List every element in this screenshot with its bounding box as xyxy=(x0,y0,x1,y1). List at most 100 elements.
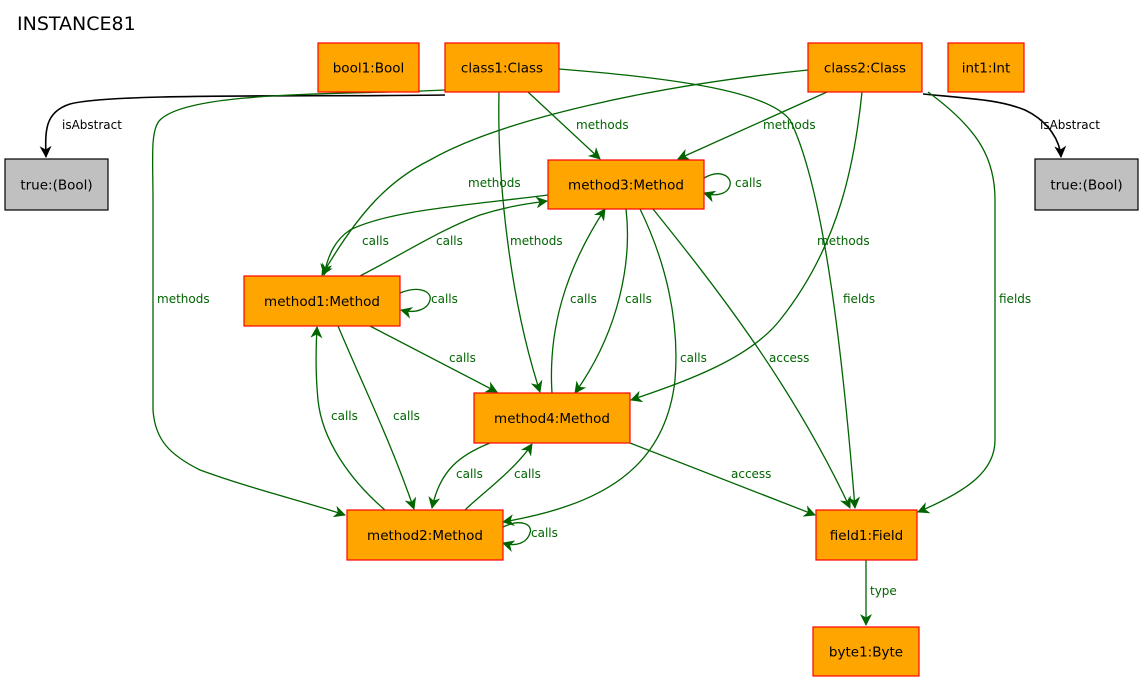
node-label: true:(Bool) xyxy=(1050,178,1122,194)
edge-line xyxy=(574,208,629,394)
node-method4[interactable]: method4:Method xyxy=(473,392,631,444)
edge-label: calls xyxy=(680,351,707,365)
edge-label: calls xyxy=(735,176,762,190)
edge-label: calls xyxy=(531,526,558,540)
node-method1[interactable]: method1:Method xyxy=(243,275,401,327)
edge-class2-to-trueR: isAbstract xyxy=(922,93,1100,158)
node-trueR[interactable]: true:(Bool) xyxy=(1034,158,1139,211)
edge-label: methods xyxy=(510,234,563,248)
node-field1[interactable]: field1:Field xyxy=(815,509,918,561)
node-label: class2:Class xyxy=(824,61,906,77)
node-box[interactable] xyxy=(807,42,923,93)
node-method3[interactable]: method3:Method xyxy=(547,159,705,210)
edge-label: calls xyxy=(514,467,541,481)
node-box[interactable] xyxy=(444,42,560,93)
edge-method2-to-method1: calls xyxy=(310,326,386,511)
node-label: byte1:Byte xyxy=(829,645,903,661)
edge-label: isAbstract xyxy=(1040,118,1100,132)
edge-label: access xyxy=(731,467,771,481)
edge-label: calls xyxy=(331,409,358,423)
node-label: int1:Int xyxy=(962,61,1011,77)
edge-class1-to-method3: methods xyxy=(527,91,629,160)
node-label: method3:Method xyxy=(568,178,684,194)
edge-method2-to-method2: calls xyxy=(502,522,558,552)
edge-method4-to-method2: calls xyxy=(428,442,491,509)
edge-method1-to-method1: calls xyxy=(399,288,458,319)
node-bool1[interactable]: bool1:Bool xyxy=(317,42,420,93)
node-box[interactable] xyxy=(815,509,918,561)
edge-line xyxy=(652,208,851,509)
node-class2[interactable]: class2:Class xyxy=(807,42,923,93)
edge-method3-to-method3: calls xyxy=(703,173,762,203)
node-label: field1:Field xyxy=(830,528,903,544)
edge-line xyxy=(502,208,677,527)
node-box[interactable] xyxy=(4,158,109,211)
edge-line xyxy=(550,208,606,394)
edge-label: isAbstract xyxy=(62,118,122,132)
node-box[interactable] xyxy=(1034,158,1139,211)
edge-label: calls xyxy=(362,234,389,248)
edge-label: calls xyxy=(436,234,463,248)
node-label: bool1:Bool xyxy=(333,61,405,77)
edge-label: methods xyxy=(763,118,816,132)
edge-method4-to-field1: access xyxy=(629,442,816,517)
edge-label: access xyxy=(769,351,809,365)
edge-label: methods xyxy=(817,234,870,248)
edge-method3-to-method1: calls xyxy=(320,194,549,276)
edge-label: fields xyxy=(843,292,875,306)
edge-class2-to-method1: methods xyxy=(321,69,809,276)
edge-line xyxy=(677,91,828,160)
edge-line xyxy=(310,326,386,511)
node-box[interactable] xyxy=(346,509,504,561)
edge-class2-to-field1: fields xyxy=(917,91,1031,514)
edge-label: calls xyxy=(570,292,597,306)
edge-class1-to-trueL: isAbstract xyxy=(39,94,446,158)
node-box[interactable] xyxy=(812,626,920,677)
edge-line xyxy=(337,325,417,510)
edge-line xyxy=(558,68,861,509)
edge-line xyxy=(369,325,498,393)
edge-line xyxy=(922,93,1067,158)
node-label: class1:Class xyxy=(461,61,543,77)
node-label: true:(Bool) xyxy=(20,178,92,194)
edge-class2-to-method4: methods xyxy=(630,91,870,403)
edge-label: calls xyxy=(625,292,652,306)
edge-line xyxy=(527,91,601,160)
edge-method3-to-field1: access xyxy=(652,208,851,509)
edge-method3-to-method2: calls xyxy=(502,208,707,527)
edge-class1-to-field1: fields xyxy=(558,68,875,509)
edge-class1-to-method2: methods xyxy=(151,89,446,518)
node-byte1[interactable]: byte1:Byte xyxy=(812,626,920,677)
edge-line xyxy=(502,522,532,552)
edge-method4-to-method3: calls xyxy=(550,208,606,394)
node-box[interactable] xyxy=(547,159,705,210)
edge-line xyxy=(498,91,543,393)
edge-line xyxy=(359,196,548,277)
edge-field1-to-byte1: type xyxy=(860,560,897,626)
node-box[interactable] xyxy=(473,392,631,444)
diagram-title: INSTANCE81 xyxy=(17,13,136,35)
edge-line xyxy=(320,194,549,276)
edge-label: type xyxy=(870,584,897,598)
edge-label: methods xyxy=(468,176,521,190)
node-box[interactable] xyxy=(243,275,401,327)
edge-class1-to-method4: methods xyxy=(498,91,563,393)
edge-line xyxy=(428,442,491,509)
edge-line xyxy=(321,69,809,276)
edge-line xyxy=(630,91,863,403)
node-int1[interactable]: int1:Int xyxy=(947,42,1025,93)
node-label: method1:Method xyxy=(264,294,380,310)
node-box[interactable] xyxy=(317,42,420,93)
edge-line xyxy=(39,94,446,158)
edge-method3-to-method4: calls xyxy=(574,208,652,394)
nodes-layer: bool1:Bool class1:Class class2:Class int1:I… xyxy=(4,42,1139,677)
node-trueL[interactable]: true:(Bool) xyxy=(4,158,109,211)
node-class1[interactable]: class1:Class xyxy=(444,42,560,93)
edge-label: calls xyxy=(431,292,458,306)
node-method2[interactable]: method2:Method xyxy=(346,509,504,561)
edge-label: methods xyxy=(576,118,629,132)
node-box[interactable] xyxy=(947,42,1025,93)
edge-method1-to-method4: calls xyxy=(369,325,498,393)
